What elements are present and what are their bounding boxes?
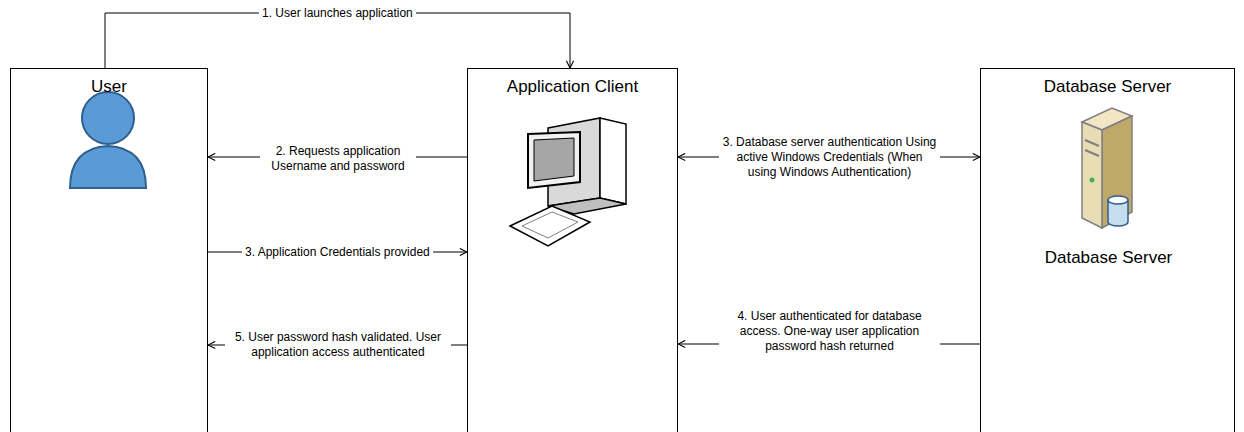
flow-arrow (105, 13, 570, 68)
step-label: 2. Requests application Username and pas… (260, 144, 416, 174)
box-heading: Database Server (981, 77, 1234, 97)
computer-icon (510, 118, 626, 246)
box-heading: Application Client (468, 77, 677, 97)
step-label: 3. Database server authentication Using … (719, 135, 940, 180)
step-label: 3. Application Credentials provided (242, 245, 433, 260)
step-label: 5. User password hash validated. User ap… (225, 330, 451, 360)
box-heading: User (11, 77, 207, 97)
user-icon (70, 92, 146, 188)
client-box: Application Client (467, 68, 678, 432)
server-icon (1082, 108, 1132, 228)
actor-box: User (10, 68, 208, 432)
icon-caption: Database Server (1041, 247, 1176, 268)
server-box: Database ServerDatabase Server (980, 68, 1235, 432)
step-label: 4. User authenticated for database acces… (719, 309, 940, 354)
step-label: 1. User launches application (259, 6, 416, 21)
